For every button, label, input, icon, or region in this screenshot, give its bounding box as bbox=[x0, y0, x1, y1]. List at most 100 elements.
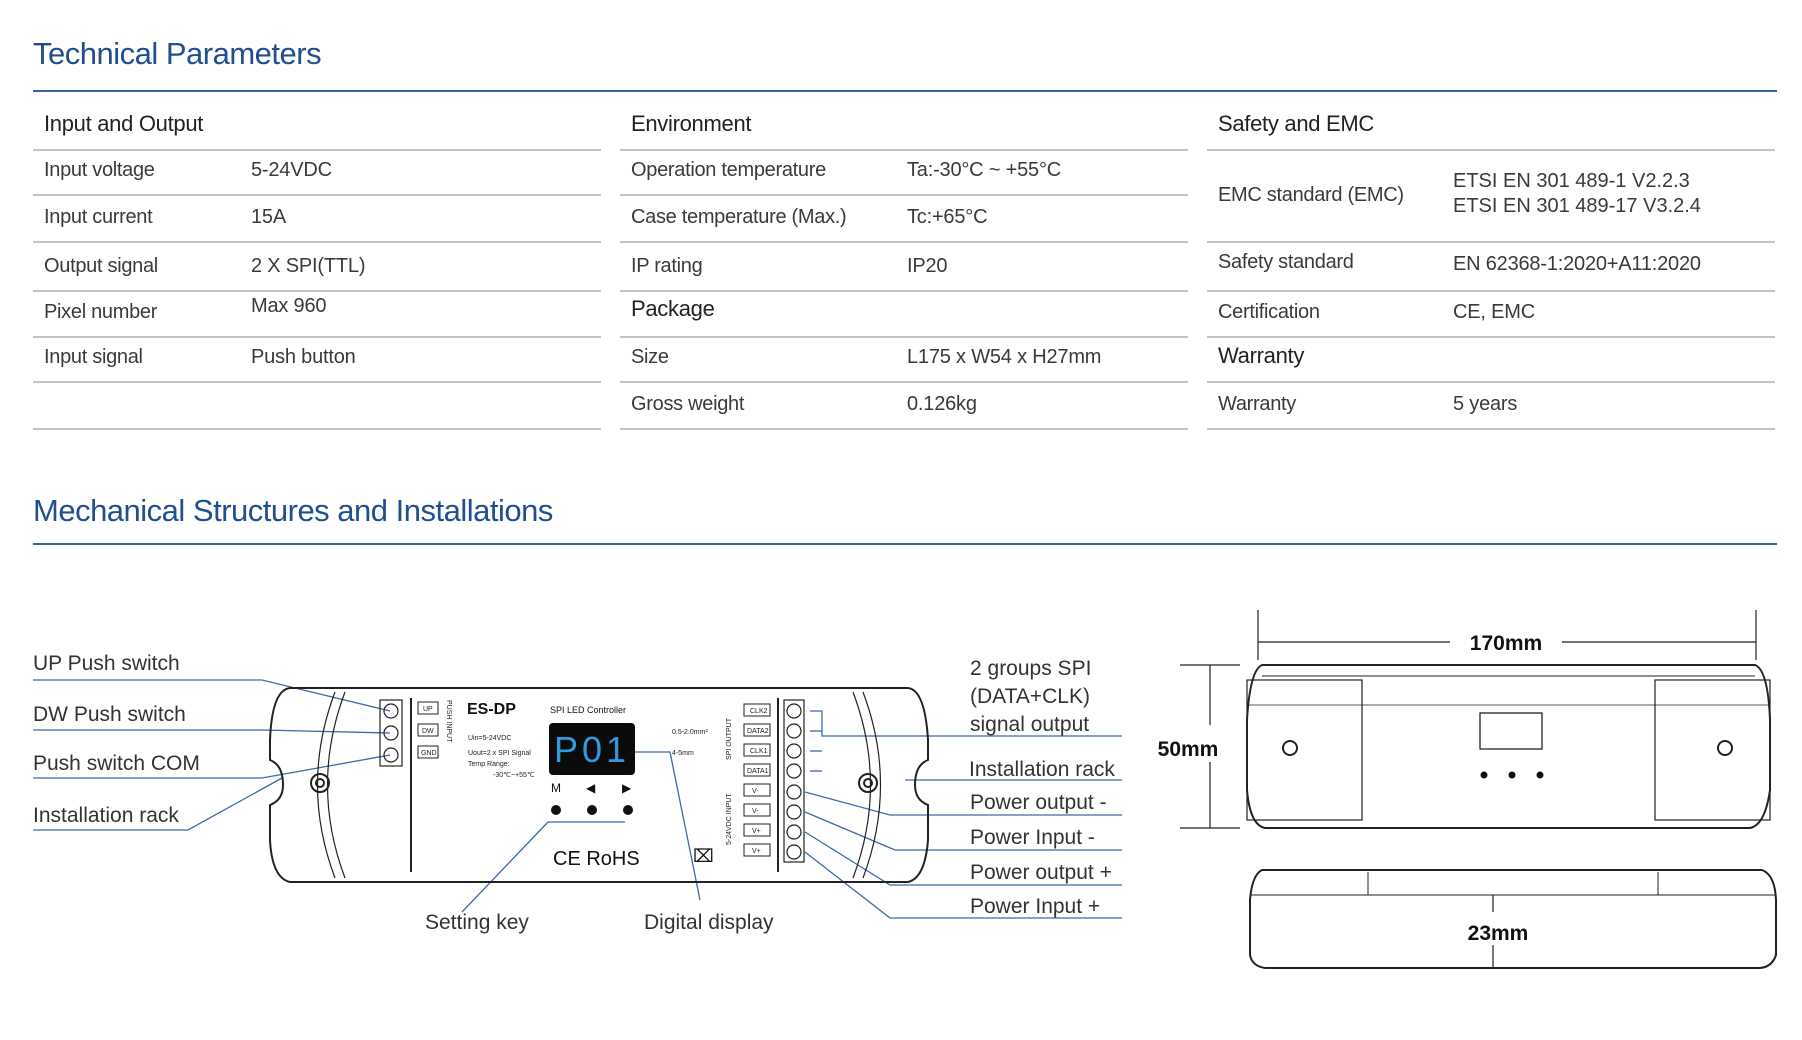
row-value: CE, EMC bbox=[1453, 301, 1535, 323]
leader-lines bbox=[33, 679, 1122, 919]
key-right-button bbox=[623, 805, 633, 815]
label-spi-1: 2 groups SPI bbox=[970, 657, 1091, 680]
controller-front-view bbox=[269, 687, 929, 883]
key-m-label: M bbox=[551, 781, 561, 795]
row-label: Certification bbox=[1218, 301, 1320, 323]
power-input-label: 5-24VDC INPUT bbox=[726, 793, 733, 845]
row-value: Push button bbox=[251, 346, 356, 368]
table-header: Safety and EMC bbox=[1207, 93, 1775, 151]
table-row: Input voltage 5-24VDC bbox=[33, 151, 601, 196]
label-installation-rack-right: Installation rack bbox=[969, 758, 1115, 781]
row-label: EMC standard (EMC) bbox=[1218, 184, 1404, 206]
dimension-lines bbox=[1180, 610, 1757, 968]
spec-line: Temp Range: bbox=[468, 761, 510, 768]
wire-strip-length: 4-5mm bbox=[672, 750, 694, 757]
row-label: Input voltage bbox=[44, 159, 155, 181]
row-label: Gross weight bbox=[631, 393, 745, 415]
row-value: L175 x W54 x H27mm bbox=[907, 346, 1102, 368]
row-value: 0.126kg bbox=[907, 393, 977, 415]
table-row: Certification CE, EMC bbox=[1207, 292, 1775, 338]
top-view-keys bbox=[1480, 771, 1544, 779]
table-header: Input and Output bbox=[33, 93, 601, 151]
label-dw-push-switch: DW Push switch bbox=[33, 703, 186, 726]
label-power-output-pos: Power output + bbox=[970, 861, 1112, 884]
terminal-vpos: V+ bbox=[752, 828, 761, 835]
key-m-button bbox=[551, 805, 561, 815]
row-value: Tc:+65°C bbox=[907, 206, 988, 228]
table-row: Input current 15A bbox=[33, 196, 601, 243]
table-header: Environment bbox=[620, 93, 1188, 151]
label-power-input-pos: Power Input + bbox=[970, 895, 1100, 918]
table-environment-package: Environment Operation temperature Ta:-30°… bbox=[620, 93, 1188, 430]
table-row-empty bbox=[33, 383, 601, 430]
label-installation-rack-left: Installation rack bbox=[33, 804, 179, 827]
table-safety-warranty: Safety and EMC EMC standard (EMC) ETSI E… bbox=[1207, 93, 1775, 430]
dimension-height: 23mm bbox=[1468, 922, 1529, 945]
terminal-up: UP bbox=[423, 706, 433, 713]
label-spi-2: (DATA+CLK) bbox=[970, 685, 1090, 708]
row-value: ETSI EN 301 489-17 V3.2.4 bbox=[1453, 195, 1701, 217]
section-rule bbox=[33, 90, 1777, 92]
wire-spec: 0.5-2.0mm² bbox=[672, 729, 708, 736]
device-subtitle: SPI LED Controller bbox=[550, 705, 626, 715]
terminal-clk1: CLK1 bbox=[750, 748, 768, 755]
table-row: Case temperature (Max.) Tc:+65°C bbox=[620, 196, 1188, 243]
row-value: Max 960 bbox=[251, 295, 327, 317]
table-row: Warranty 5 years bbox=[1207, 383, 1775, 430]
label-setting-key: Setting key bbox=[425, 911, 529, 934]
row-label: Input signal bbox=[44, 346, 143, 368]
row-label: Safety standard bbox=[1218, 251, 1354, 273]
key-left-button bbox=[587, 805, 597, 815]
row-value: 5 years bbox=[1453, 393, 1518, 415]
row-label: Operation temperature bbox=[631, 159, 826, 181]
section-title-mechanical: Mechanical Structures and Installations bbox=[33, 493, 553, 528]
table-title: Safety and EMC bbox=[1218, 111, 1374, 136]
spec-line: Uout=2 x SPI Signal bbox=[468, 750, 531, 757]
row-value: 2 X SPI(TTL) bbox=[251, 255, 366, 277]
table-row: Operation temperature Ta:-30°C ~ +55°C bbox=[620, 151, 1188, 196]
spec-line: -30℃~+55℃ bbox=[493, 772, 535, 779]
terminal-data1: DATA1 bbox=[747, 768, 769, 775]
dimension-length: 170mm bbox=[1470, 632, 1542, 655]
table-header: Warranty bbox=[1207, 338, 1775, 383]
row-label: Size bbox=[631, 346, 669, 368]
label-digital-display: Digital display bbox=[644, 911, 774, 934]
label-up-push-switch: UP Push switch bbox=[33, 652, 180, 675]
terminal-gnd: GND bbox=[421, 750, 437, 757]
row-label: Pixel number bbox=[44, 301, 158, 323]
table-title: Package bbox=[631, 296, 715, 321]
table-header: Package bbox=[620, 292, 1188, 338]
table-title: Environment bbox=[631, 111, 752, 136]
top-view-drawing bbox=[1246, 664, 1771, 829]
table-row: EMC standard (EMC) ETSI EN 301 489-1 V2.… bbox=[1207, 151, 1775, 243]
table-row: Pixel number Max 960 bbox=[33, 292, 601, 338]
spi-output-label: SPI OUTPUT bbox=[726, 717, 733, 760]
terminal-vpos: V+ bbox=[752, 848, 761, 855]
row-value: 5-24VDC bbox=[251, 159, 332, 181]
section-title-technical: Technical Parameters bbox=[33, 36, 322, 71]
terminal-dw: DW bbox=[422, 728, 434, 735]
row-value: Ta:-30°C ~ +55°C bbox=[907, 159, 1061, 181]
row-label: Input current bbox=[44, 206, 153, 228]
row-label: Case temperature (Max.) bbox=[631, 206, 847, 228]
digital-display bbox=[549, 723, 635, 775]
spec-line: Uin=5-24VDC bbox=[468, 735, 511, 742]
key-left-label: ◀ bbox=[586, 781, 596, 795]
label-power-output-neg: Power output - bbox=[970, 791, 1107, 814]
terminal-vneg: V- bbox=[752, 808, 759, 815]
label-push-switch-com: Push switch COM bbox=[33, 752, 200, 775]
table-title: Warranty bbox=[1218, 343, 1305, 368]
label-power-input-neg: Power Input - bbox=[970, 826, 1095, 849]
terminal-vneg: V- bbox=[752, 788, 759, 795]
row-label: IP rating bbox=[631, 255, 703, 277]
side-view-drawing bbox=[1249, 869, 1777, 969]
table-row: Gross weight 0.126kg bbox=[620, 383, 1188, 430]
row-value: 15A bbox=[251, 206, 286, 228]
device-model: ES-DP bbox=[467, 701, 516, 718]
terminal-clk2: CLK2 bbox=[750, 708, 768, 715]
table-title: Input and Output bbox=[44, 111, 204, 136]
row-label: Warranty bbox=[1218, 393, 1296, 415]
table-row: Input signal Push button bbox=[33, 338, 601, 383]
